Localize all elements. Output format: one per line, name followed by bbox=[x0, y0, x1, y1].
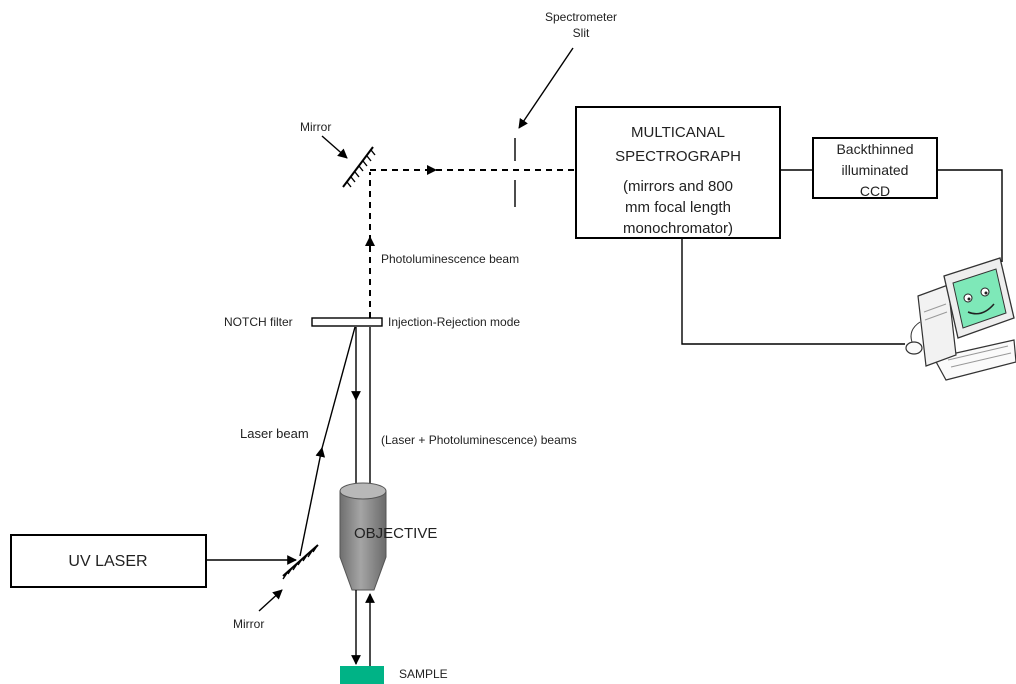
spectrograph-line-5: monochromator) bbox=[623, 220, 733, 237]
injection-rejection-label: Injection-Rejection mode bbox=[388, 315, 520, 329]
photoluminescence-beam-label: Photoluminescence beam bbox=[381, 252, 519, 266]
ccd-line-1: Backthinned bbox=[836, 141, 913, 157]
ccd-line-3: CCD bbox=[860, 183, 890, 199]
sample bbox=[340, 666, 384, 684]
laser-beam-arrow bbox=[299, 447, 326, 557]
objective-lens bbox=[339, 482, 387, 591]
spectrograph-computer-link bbox=[681, 238, 905, 345]
photoluminescence-beam-arrowhead bbox=[365, 236, 375, 246]
uv-laser-label: UV LASER bbox=[68, 553, 147, 570]
slit-pointer bbox=[518, 47, 574, 129]
laser-beam-label: Laser beam bbox=[240, 426, 309, 441]
beam-to-spectrograph-arrowhead bbox=[427, 165, 437, 175]
ccd-computer-link bbox=[937, 169, 1003, 262]
mirror-top-label: Mirror bbox=[300, 120, 331, 134]
mirror-bottom-label: Mirror bbox=[233, 617, 264, 631]
bottom-mirror bbox=[282, 544, 319, 580]
mirror-top-pointer bbox=[321, 135, 348, 159]
notch-filter-label: NOTCH filter bbox=[224, 315, 293, 329]
notch-filter bbox=[311, 317, 383, 327]
uv-laser-box: UV LASER bbox=[10, 534, 207, 588]
top-mirror bbox=[342, 146, 376, 188]
computer-icon bbox=[905, 257, 1016, 381]
spectrograph-line-4: mm focal length bbox=[625, 199, 731, 216]
laser-pl-beams-label: (Laser + Photoluminescence) beams bbox=[381, 433, 577, 447]
spectrograph-box: MULTICANAL SPECTROGRAPH (mirrors and 800… bbox=[575, 106, 781, 239]
spectrograph-line-2: SPECTROGRAPH bbox=[615, 148, 741, 165]
sample-label: SAMPLE bbox=[399, 667, 448, 681]
objective-label: OBJECTIVE bbox=[354, 525, 437, 542]
ccd-box: Backthinned illuminated CCD bbox=[812, 137, 938, 199]
laser-beam-line bbox=[320, 326, 356, 453]
spectrograph-line-3: (mirrors and 800 bbox=[623, 178, 733, 195]
mirror-bottom-pointer bbox=[258, 589, 283, 612]
spectrograph-line-1: MULTICANAL bbox=[631, 124, 725, 141]
spectrometer-slit-label-2: Slit bbox=[573, 26, 590, 40]
spectrometer-slit-label-1: Spectrometer bbox=[545, 10, 617, 24]
ccd-line-2: illuminated bbox=[842, 162, 909, 178]
